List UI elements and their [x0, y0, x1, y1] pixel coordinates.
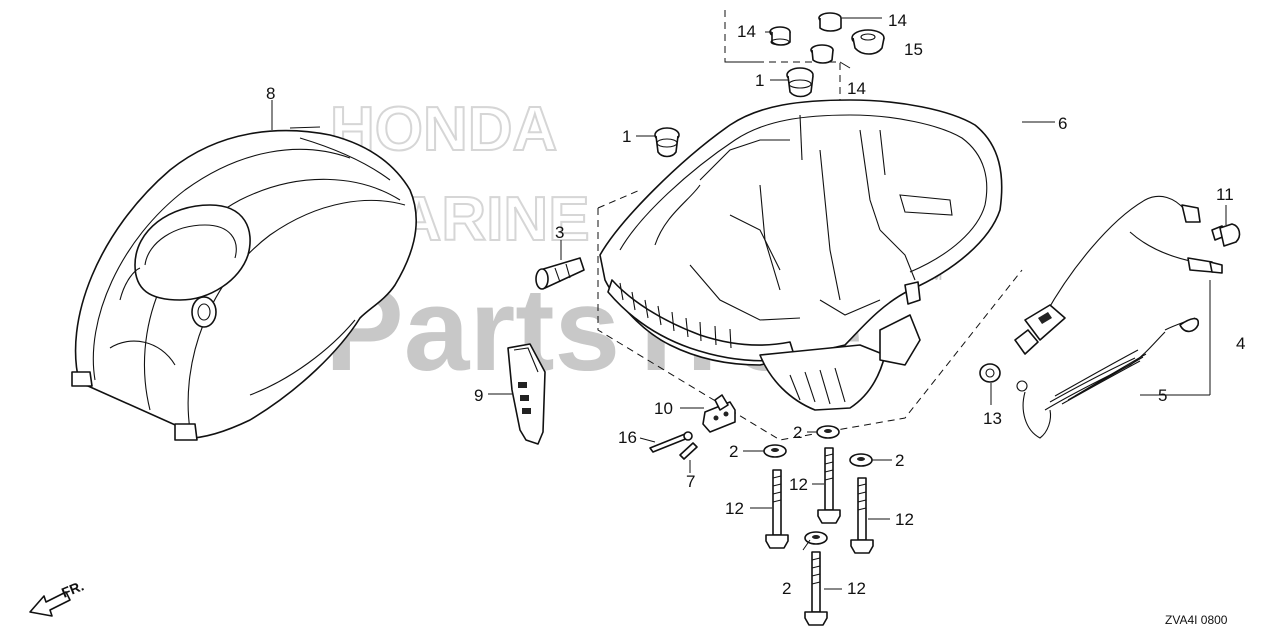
- callout-14-left[interactable]: 14: [737, 22, 756, 41]
- callout-6[interactable]: 6: [1058, 114, 1067, 133]
- part-grommet-14-mid[interactable]: [810, 44, 834, 64]
- leader-lines: [271, 17, 1227, 590]
- part-stop-switch-cable[interactable]: [1014, 195, 1223, 355]
- callout-3[interactable]: 3: [555, 223, 564, 242]
- part-engine-cover[interactable]: [71, 126, 417, 441]
- callout-10[interactable]: 10: [654, 399, 673, 418]
- callout-2-c[interactable]: 2: [895, 451, 904, 470]
- callout-1-mid[interactable]: 1: [622, 127, 631, 146]
- grommet-group-bracket: [724, 10, 841, 100]
- callout-16[interactable]: 16: [618, 428, 637, 447]
- part-bolt-12d[interactable]: [804, 551, 828, 626]
- part-washer-2d[interactable]: [804, 531, 828, 545]
- callout-8[interactable]: 8: [266, 84, 275, 103]
- part-nut-13[interactable]: [979, 363, 1001, 383]
- part-dowel-pin[interactable]: [679, 442, 698, 460]
- part-grommet-1-top[interactable]: [786, 67, 814, 98]
- part-split-pin[interactable]: [649, 431, 693, 453]
- part-washer-2b[interactable]: [816, 425, 840, 439]
- callout-13[interactable]: 13: [983, 409, 1002, 428]
- callout-14-top[interactable]: 14: [888, 11, 907, 30]
- part-bolt-11[interactable]: [1211, 223, 1241, 247]
- front-arrow-icon: [29, 591, 71, 617]
- callout-2-d[interactable]: 2: [782, 579, 791, 598]
- callout-12-c[interactable]: 12: [895, 510, 914, 529]
- callouts: 8 14 14 15 1 14 1 6 3 11 4 9 13 5 10 2 1…: [266, 11, 1245, 598]
- part-clip[interactable]: [535, 257, 585, 290]
- callout-12-b[interactable]: 12: [789, 475, 808, 494]
- part-grommet-14-top[interactable]: [818, 12, 842, 32]
- part-bolt-12b[interactable]: [817, 447, 841, 524]
- callout-15[interactable]: 15: [904, 40, 923, 59]
- callout-12-a[interactable]: 12: [725, 499, 744, 518]
- part-bracket-plate[interactable]: [507, 343, 546, 445]
- callout-2-a[interactable]: 2: [729, 442, 738, 461]
- front-label: FR.: [59, 577, 86, 600]
- part-under-cover[interactable]: [599, 99, 1003, 411]
- part-washer-2c[interactable]: [849, 453, 873, 467]
- diagram-code: ZVA4I 0800: [1165, 613, 1228, 627]
- callout-12-d[interactable]: 12: [847, 579, 866, 598]
- callout-7[interactable]: 7: [686, 472, 695, 491]
- part-cable-grommet[interactable]: [702, 394, 736, 433]
- part-bolt-12a[interactable]: [765, 469, 789, 549]
- callout-11[interactable]: 11: [1216, 185, 1234, 204]
- front-direction-indicator: FR.: [29, 577, 86, 617]
- part-lanyard-5[interactable]: [1016, 317, 1200, 439]
- callout-4[interactable]: 4: [1236, 334, 1245, 353]
- callout-5[interactable]: 5: [1158, 386, 1167, 405]
- callout-2-b[interactable]: 2: [793, 423, 802, 442]
- assembly-outline-top: [597, 189, 641, 209]
- part-washer-2a[interactable]: [763, 444, 787, 458]
- part-bolt-12c[interactable]: [850, 477, 874, 554]
- part-grommet-14-left[interactable]: [769, 26, 791, 46]
- part-cap-15[interactable]: [851, 29, 885, 55]
- part-grommet-1-mid[interactable]: [654, 127, 680, 158]
- callout-1-top[interactable]: 1: [755, 71, 764, 90]
- callout-9[interactable]: 9: [474, 386, 483, 405]
- callout-14-mid[interactable]: 14: [847, 79, 866, 98]
